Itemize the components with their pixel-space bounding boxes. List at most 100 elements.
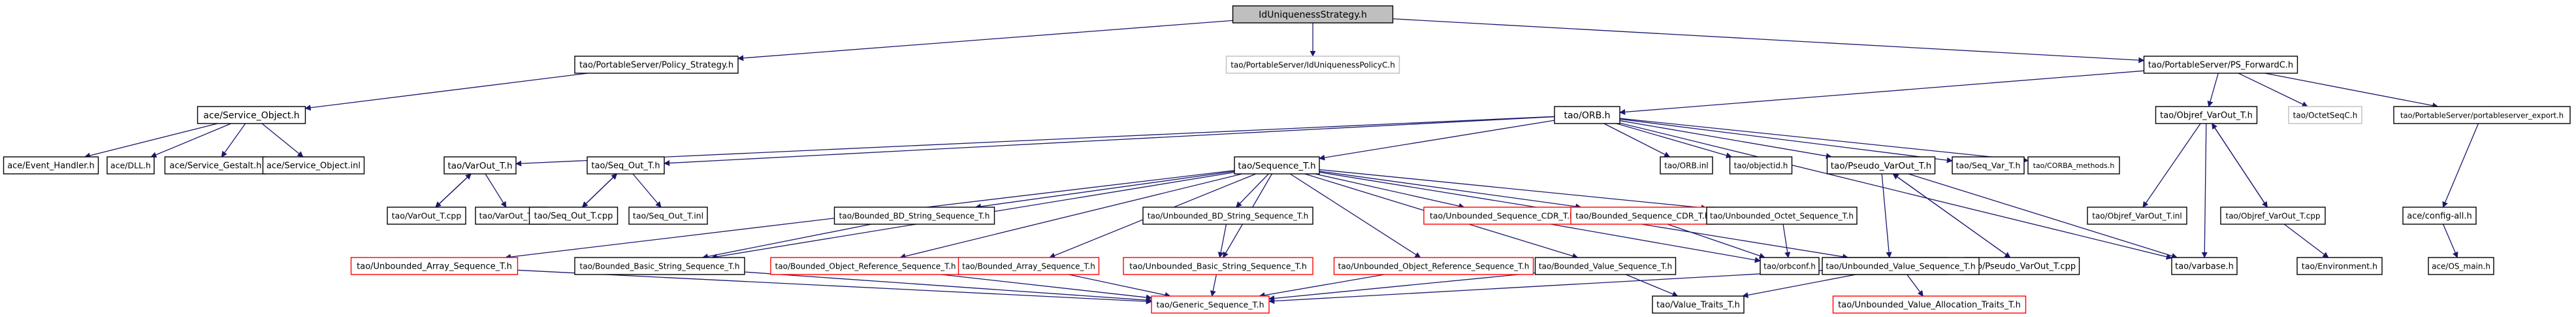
node-bounded-object-ref[interactable]: tao/Bounded_Object_Reference_Sequence_T.… — [770, 257, 961, 275]
node-generic-sequence[interactable]: tao/Generic_Sequence_T.h — [1151, 295, 1270, 314]
node-seq-var[interactable]: tao/Seq_Var_T.h — [1952, 156, 2025, 175]
edge-service_object-to-service_object_inl — [261, 123, 304, 158]
node-service-gestalt[interactable]: ace/Service_Gestalt.h — [164, 156, 267, 175]
edge-unbounded_basic_string-to-generic_sequence — [1210, 274, 1217, 297]
node-event-handler[interactable]: ace/Event_Handler.h — [3, 156, 99, 175]
node-box — [1234, 156, 1320, 175]
node-unbounded-value-alloc[interactable]: tao/Unbounded_Value_Allocation_Traits_T.… — [1832, 295, 2027, 314]
node-box — [1570, 207, 1715, 225]
edge-sequence_t-to-bounded_bd_string — [974, 171, 1235, 210]
dependency-edges — [84, 18, 2479, 305]
node-box — [1964, 257, 2080, 275]
node-bounded-value[interactable]: tao/Bounded_Value_Sequence_T.h — [1534, 257, 1677, 275]
node-label: tao/Generic_Sequence_T.h — [1156, 300, 1264, 310]
node-label: tao/Unbounded_Value_Sequence_T.h — [1826, 261, 1975, 271]
dependency-nodes: IdUniquenessStrategy.htao/PortableServer… — [3, 5, 2571, 314]
node-label: tao/Bounded_Value_Sequence_T.h — [1539, 262, 1672, 271]
node-objref-varout-cpp[interactable]: tao/Objref_VarOut_T.cpp — [2220, 207, 2326, 225]
node-bounded-seq-cdr[interactable]: tao/Bounded_Sequence_CDR_T.h — [1570, 207, 1715, 225]
edge-bounded_value-to-value_traits — [1626, 274, 1679, 297]
node-box — [3, 156, 99, 175]
node-service-object-inl[interactable]: ace/Service_Object.inl — [262, 156, 365, 175]
node-sequence-t[interactable]: tao/Sequence_T.h — [1234, 156, 1320, 175]
edge-objref_varout-to-objref_varout_inl — [2142, 123, 2201, 208]
edge-bounded_object_ref-to-generic_sequence — [941, 274, 1152, 301]
node-varbase[interactable]: tao/varbase.h — [2171, 257, 2238, 275]
edge-seq_out_h-to-seq_out_inl — [632, 173, 662, 208]
edge-sequence_t-to-bounded_object_ref — [899, 173, 1242, 259]
edge-unbounded_bd_string-to-unbounded_basic_string — [1217, 224, 1227, 258]
edge-service_object-to-event_handler — [84, 123, 218, 159]
node-unbounded-array[interactable]: tao/Unbounded_Array_Sequence_T.h — [350, 257, 519, 275]
node-box — [1822, 257, 1980, 275]
node-value-traits[interactable]: tao/Value_Traits_T.h — [1652, 295, 1745, 314]
edge-ps_forwardC-to-objref_varout — [2207, 73, 2219, 107]
node-label: tao/Unbounded_Basic_String_Sequence_T.h — [1129, 261, 1307, 271]
node-os-main[interactable]: ace/OS_main.h — [2428, 257, 2494, 275]
edge-bounded_basic_string-to-generic_sequence — [744, 271, 1152, 303]
edge-seq_out_cpp-to-seq_out_h — [582, 173, 618, 208]
node-policy-strategy[interactable]: tao/PortableServer/Policy_Strategy.h — [574, 56, 739, 74]
node-label: tao/Seq_Var_T.h — [1956, 161, 2021, 171]
node-box — [2220, 207, 2326, 225]
node-seq-out-h[interactable]: tao/Seq_Out_T.h — [587, 156, 665, 175]
node-seq-out-cpp[interactable]: tao/Seq_Out_T.cpp — [528, 207, 619, 225]
node-unbounded-bd-string[interactable]: tao/Unbounded_BD_String_Sequence_T.h — [1142, 207, 1313, 225]
node-label: ace/OS_main.h — [2432, 262, 2490, 271]
node-box — [574, 257, 745, 275]
edge-objref_varout-to-varbase — [2201, 123, 2208, 258]
edge-orb_h-to-seq_var — [1619, 118, 1953, 163]
edge-orb_h-to-pseudo_varout — [1619, 120, 1832, 159]
node-pseudo-varout[interactable]: tao/Pseudo_VarOut_T.h — [1826, 156, 1936, 175]
node-box — [2393, 106, 2571, 124]
node-bounded-array[interactable]: tao/Bounded_Array_Sequence_T.h — [958, 257, 1100, 275]
node-ps-forwardC[interactable]: tao/PortableServer/PS_ForwardC.h — [2143, 56, 2298, 74]
node-label: ace/Event_Handler.h — [7, 161, 95, 171]
node-unbounded-octet[interactable]: tao/Unbounded_Octet_Sequence_T.h — [1706, 207, 1858, 225]
node-config-all[interactable]: ace/config-all.h — [2402, 207, 2477, 225]
node-box — [1952, 156, 2025, 175]
node-orbconf[interactable]: tao/orbconf.h — [1760, 257, 1820, 275]
node-pseudo-varout-cpp[interactable]: tao/Pseudo_VarOut_T.cpp — [1964, 257, 2080, 275]
node-unbounded-object-ref[interactable]: tao/Unbounded_Object_Reference_Sequence_… — [1333, 257, 1534, 275]
node-iduniq-policyC: tao/PortableServer/IdUniquenessPolicyC.h — [1225, 56, 1400, 74]
edge-unbounded_array-to-generic_sequence — [517, 269, 1152, 305]
node-label: tao/Value_Traits_T.h — [1656, 301, 1740, 310]
node-box — [1151, 295, 1270, 314]
node-bounded-basic-string[interactable]: tao/Bounded_Basic_String_Sequence_T.h — [574, 257, 745, 275]
edge-pseudo_varout-to-pseudo_varout_inl — [1881, 173, 1892, 258]
node-objref-varout-inl[interactable]: tao/Objref_VarOut_T.inl — [2087, 207, 2187, 225]
node-label: tao/Bounded_BD_String_Sequence_T.h — [839, 212, 990, 221]
node-box — [1554, 106, 1620, 124]
node-label: tao/VarOut_T.inl — [479, 211, 544, 221]
node-objectid[interactable]: tao/objectid.h — [1729, 156, 1793, 175]
node-label: tao/Pseudo_VarOut_T.cpp — [1969, 262, 2076, 272]
node-box — [2155, 106, 2258, 124]
edge-orb_h-to-objectid — [1616, 123, 1732, 159]
node-varout-cpp[interactable]: tao/VarOut_T.cpp — [387, 207, 466, 225]
node-seq-out-inl[interactable]: tao/Seq_Out_T.inl — [628, 207, 708, 225]
node-label: tao/Seq_Out_T.h — [591, 161, 660, 171]
edge-sequence_t-to-unbounded_bd_string — [1236, 173, 1269, 208]
node-box — [2402, 207, 2477, 225]
node-objref-varout[interactable]: tao/Objref_VarOut_T.h — [2155, 106, 2258, 124]
node-corba-methods[interactable]: tao/CORBA_methods.h — [2027, 156, 2120, 175]
node-label: tao/Unbounded_Value_Allocation_Traits_T.… — [1838, 301, 2021, 310]
edge-policy_strategy-to-service_object — [304, 73, 588, 111]
edge-objref_varout_cpp-to-objref_varout — [2212, 123, 2268, 208]
node-unbounded-value[interactable]: tao/Unbounded_Value_Sequence_T.h — [1822, 257, 1980, 275]
node-service-object[interactable]: ace/Service_Object.h — [197, 106, 306, 124]
node-orb-inl[interactable]: tao/ORB.inl — [1660, 156, 1713, 175]
edge-ps_export-to-config_all — [2442, 123, 2479, 208]
node-environment[interactable]: tao/Environment.h — [2296, 257, 2383, 275]
node-ace-dll[interactable]: ace/DLL.h — [106, 156, 155, 175]
edge-unbounded_value-to-value_traits — [1742, 274, 1856, 298]
node-orb-h[interactable]: tao/ORB.h — [1554, 106, 1620, 124]
node-bounded-bd-string[interactable]: tao/Bounded_BD_String_Sequence_T.h — [833, 207, 995, 225]
node-ps-export[interactable]: tao/PortableServer/portableserver_export… — [2393, 106, 2571, 124]
node-unbounded-seq-cdr[interactable]: tao/Unbounded_Sequence_CDR_T.h — [1423, 207, 1581, 225]
node-varout-h[interactable]: tao/VarOut_T.h — [443, 156, 517, 175]
edge-sequence_t-to-unbounded_object_ref — [1289, 173, 1421, 258]
node-unbounded-basic-string[interactable]: tao/Unbounded_Basic_String_Sequence_T.h — [1123, 257, 1313, 275]
